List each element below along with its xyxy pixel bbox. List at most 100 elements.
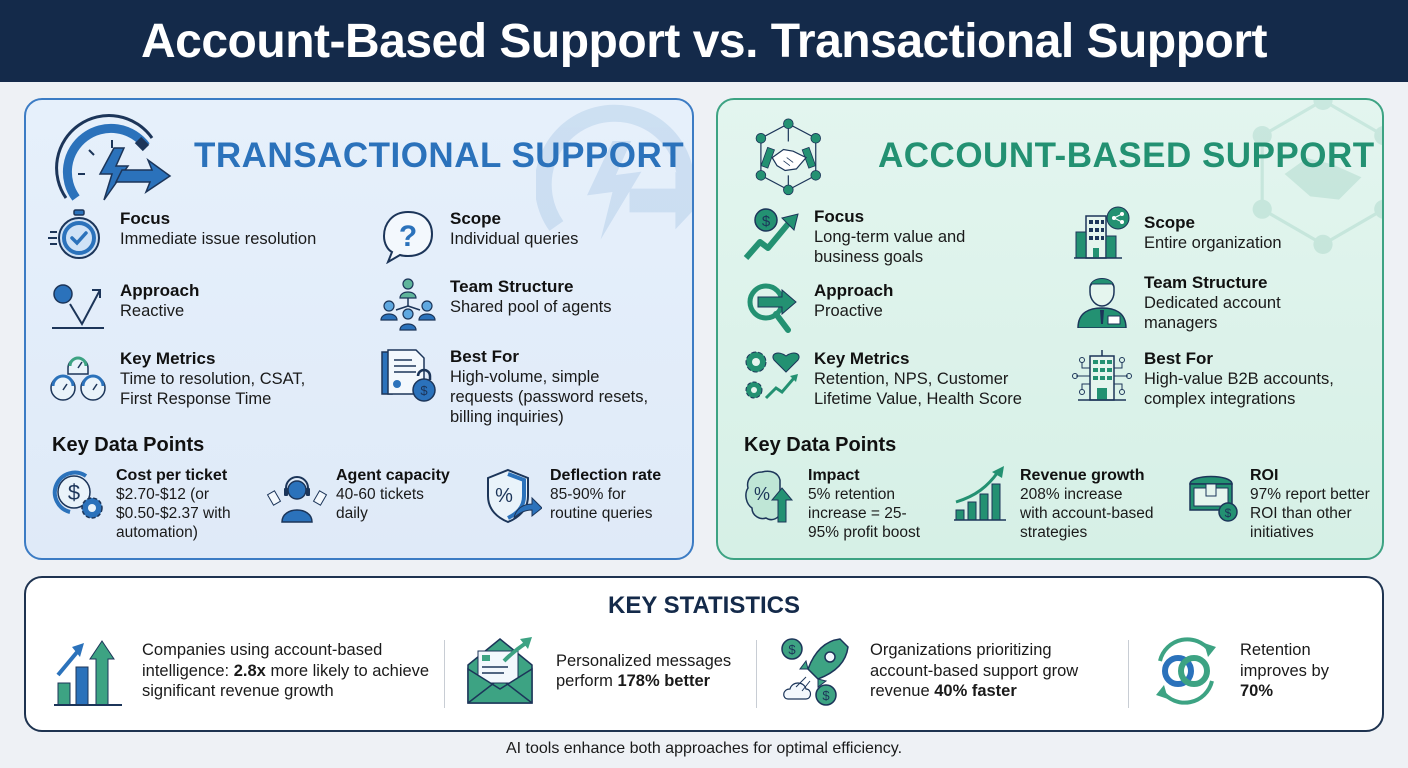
transactional-panel: TRANSACTIONAL SUPPORT Focus Immediate is…: [24, 98, 694, 560]
treasure-chest-icon: $: [1189, 475, 1238, 522]
key-data-value-line: with account-based: [1020, 505, 1154, 522]
account-based-panel: ACCOUNT-BASED SUPPORT $ Focus Long-term …: [716, 98, 1384, 560]
feature-value-line: business goals: [814, 248, 924, 266]
svg-text:$: $: [822, 688, 830, 703]
stat-item: Personalized messages perform 178% bette…: [464, 634, 756, 708]
transactional-title: TRANSACTIONAL SUPPORT: [194, 136, 685, 175]
feature-label: Focus: [814, 207, 865, 226]
feature-best-for: $ Best For High-volume, simple requests …: [378, 346, 648, 427]
feature-label: Key Metrics: [120, 349, 216, 368]
stat-item: $ $ Organizations prioritizing account-b…: [778, 634, 1110, 708]
feature-label: Scope: [450, 209, 502, 228]
rings-cycle-icon: [1156, 637, 1216, 705]
account-based-header: ACCOUNT-BASED SUPPORT: [748, 108, 1375, 204]
divider: [444, 640, 445, 708]
feature-value-line: High-value B2B accounts,: [1144, 370, 1334, 388]
question-bubble-icon: ?: [382, 210, 434, 264]
key-data-value-line: ROI than other: [1250, 505, 1352, 522]
svg-text:$: $: [788, 642, 796, 657]
feature-label: Focus: [120, 209, 171, 228]
bar-growth-icon: [954, 466, 1006, 521]
key-statistics-panel: KEY STATISTICS Companies using account-b…: [24, 576, 1384, 732]
feature-focus: Focus Immediate issue resolution: [48, 208, 316, 264]
handshake-network-watermark-icon: [1252, 100, 1382, 254]
feature-label: Team Structure: [1144, 273, 1268, 292]
feature-value-line: billing inquiries): [450, 408, 564, 426]
svg-text:%: %: [495, 485, 513, 507]
feature-scope: ? Scope Individual queries: [378, 208, 578, 264]
key-data-value-line: 95% profit boost: [808, 524, 921, 541]
svg-text:?: ?: [399, 220, 417, 253]
feature-label: Best For: [1144, 349, 1213, 368]
feature-value-line: Time to resolution, CSAT,: [120, 370, 306, 388]
stat-item: Retention improves by 70%: [1148, 634, 1360, 708]
feature-label: Team Structure: [450, 277, 574, 296]
divider: [1128, 640, 1129, 708]
key-data-value-line: strategies: [1020, 524, 1088, 541]
document-lock-icon: $: [381, 349, 436, 402]
stopwatch-check-icon: [48, 209, 100, 259]
dollar-growth-icon: $: [743, 208, 799, 260]
headset-agent-icon: [266, 476, 328, 523]
feature-approach: Approach Reactive: [48, 280, 199, 336]
key-data-value-line: 40-60 tickets: [336, 486, 424, 503]
speedometer-lightning-arrow-icon: [55, 114, 172, 201]
shield-percent-icon: %: [487, 468, 542, 524]
stat-text: Retention improves by 70%: [1240, 641, 1329, 701]
feature-value-line: Retention, NPS, Customer: [814, 370, 1009, 388]
key-data-value-line: 5% retention: [808, 486, 896, 503]
feature-label: Key Metrics: [814, 349, 910, 368]
key-data-value-line: daily: [336, 505, 368, 522]
feature-value: Shared pool of agents: [450, 298, 612, 316]
key-statistics-title: KEY STATISTICS: [607, 592, 801, 619]
feature-value-line: requests (password resets,: [450, 388, 649, 406]
key-data-label: Cost per ticket: [116, 467, 228, 484]
svg-text:$: $: [1225, 506, 1232, 520]
gauges-icon: [50, 356, 106, 401]
key-data-value-line: 208% increase: [1020, 486, 1123, 503]
feature-label: Best For: [450, 347, 519, 366]
gear-heart-trend-icon: [745, 351, 800, 400]
feature-label: Scope: [1144, 213, 1196, 232]
feature-team-structure: Team Structure Shared pool of agents: [378, 276, 611, 332]
feature-value-line: managers: [1144, 314, 1218, 332]
key-data-value-line: automation): [116, 524, 198, 541]
feature-value-line: High-volume, simple: [450, 368, 600, 386]
stat-text: Organizations prioritizing account-based…: [870, 641, 1079, 701]
magnifier-arrow-icon: [747, 283, 797, 333]
key-data-value-line: routine queries: [550, 505, 653, 522]
account-based-title: ACCOUNT-BASED SUPPORT: [878, 136, 1375, 175]
bar-chart-arrows-icon: [54, 640, 122, 706]
building-share-icon: [1074, 206, 1130, 259]
transactional-header: TRANSACTIONAL SUPPORT: [54, 108, 684, 204]
feature-value: Entire organization: [1144, 234, 1282, 252]
feature-value-line: complex integrations: [1144, 390, 1296, 408]
svg-text:$: $: [68, 480, 80, 505]
feature-label: Approach: [120, 281, 200, 300]
key-data-cost-per-ticket: $ Cost per ticket $2.70-$12 (or $0.50-$2…: [50, 466, 231, 542]
feature-best-for: Best For High-value B2B accounts, comple…: [1072, 348, 1334, 409]
feature-label: Approach: [814, 281, 894, 300]
page-title: Account-Based Support vs. Transactional …: [141, 14, 1268, 68]
feature-value-line: First Response Time: [120, 390, 272, 408]
building-circuit-icon: [1072, 350, 1132, 401]
feature-team-structure: Team Structure Dedicated account manager…: [1072, 272, 1281, 333]
svg-text:%: %: [754, 484, 770, 504]
rocket-coins-icon: $ $: [781, 638, 849, 706]
title-bar: Account-Based Support vs. Transactional …: [0, 0, 1408, 82]
feature-key-metrics: Key Metrics Retention, NPS, Customer Lif…: [742, 348, 1022, 409]
key-data-value-line: initiatives: [1250, 524, 1314, 541]
divider: [756, 640, 757, 708]
bounce-arrow-icon: [52, 284, 104, 329]
feature-focus: $ Focus Long-term value and business goa…: [742, 206, 965, 267]
stat-item: Companies using account-based intelligen…: [50, 634, 432, 708]
feature-key-metrics: Key Metrics Time to resolution, CSAT, Fi…: [48, 348, 305, 409]
stat-text: Companies using account-based intelligen…: [142, 641, 430, 701]
feature-value-line: Dedicated account: [1144, 294, 1281, 312]
dollar-gear-icon: $: [52, 470, 103, 519]
speedometer-watermark-icon: [536, 104, 692, 240]
key-data-label: Impact: [808, 467, 860, 484]
feature-scope: Scope Entire organization: [1072, 206, 1282, 262]
key-data-value-line: 97% report better: [1250, 486, 1370, 503]
envelope-letter-icon: [467, 637, 533, 704]
